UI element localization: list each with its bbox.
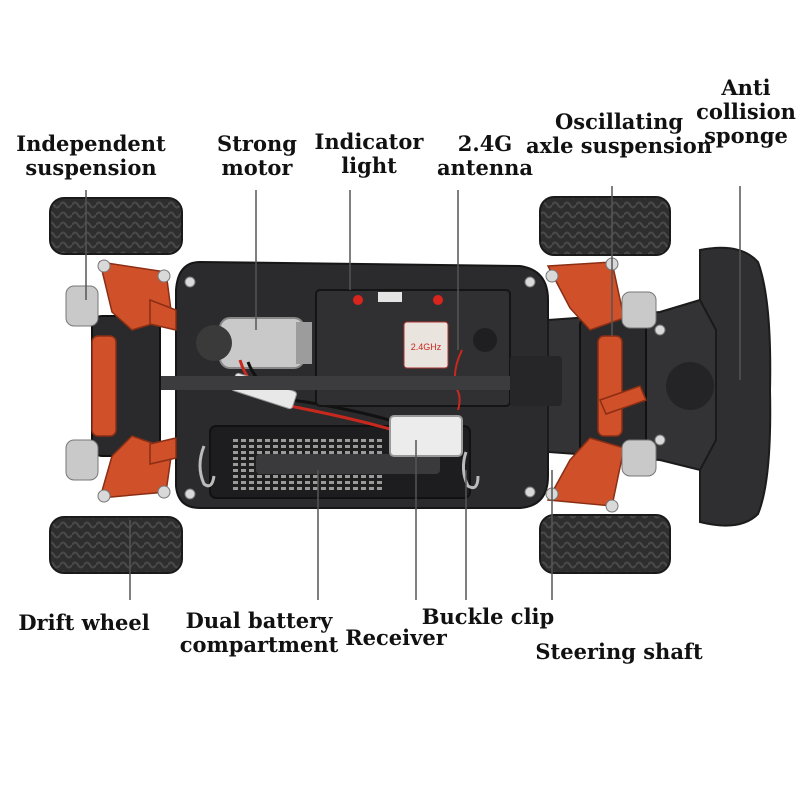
buckle-clip-left	[198, 445, 216, 488]
rear-shocks	[65, 285, 99, 481]
front-shocks	[621, 291, 657, 477]
label-buckle-clip: Buckle clip	[421, 604, 555, 629]
motor	[196, 317, 312, 369]
screws	[97, 257, 666, 513]
front-left-tire	[539, 196, 671, 256]
receiver-sticker: 2.4GHz	[411, 342, 442, 352]
anti-collision-sponge	[699, 246, 772, 527]
rear-left-tire	[49, 197, 183, 255]
front-right-tire	[539, 514, 671, 574]
rear-right-tire	[49, 516, 183, 574]
battery-compartment	[209, 425, 471, 499]
buckle-clip-right	[461, 451, 480, 490]
leader-lines	[85, 186, 741, 600]
rear-suspension	[91, 261, 177, 499]
label-drift-wheel: Drift wheel	[18, 610, 150, 635]
label-steering-shaft: Steering shaft	[535, 639, 703, 664]
front-suspension	[546, 261, 648, 507]
label-receiver: Receiver	[345, 625, 447, 650]
